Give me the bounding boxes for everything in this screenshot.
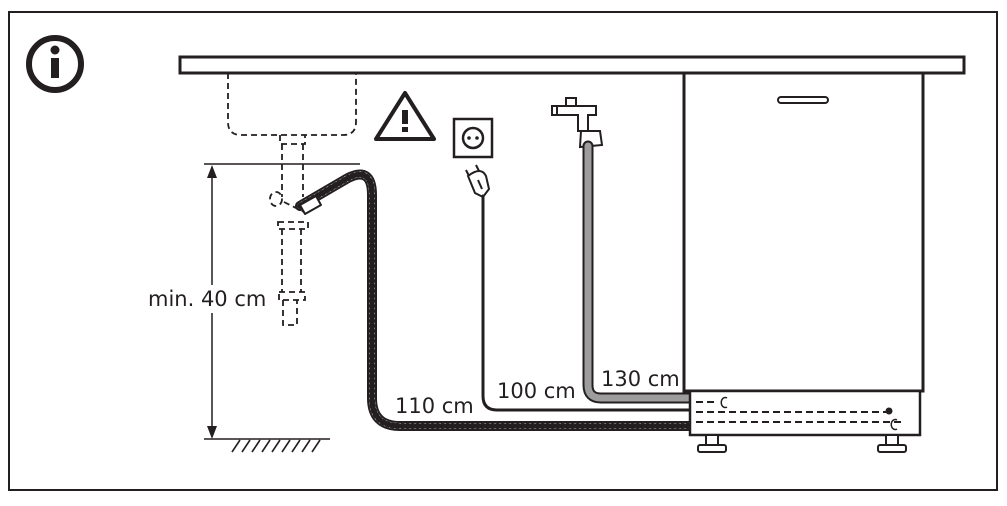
drain-pipe (269, 144, 309, 326)
floor-hatch-icon (225, 438, 330, 453)
countertop (178, 55, 966, 75)
water-tap-icon (551, 97, 604, 149)
dishwasher (682, 71, 925, 453)
dishwasher-handle (777, 96, 829, 104)
water-inlet-hose (582, 140, 696, 404)
power-socket-icon (452, 117, 494, 159)
info-icon (26, 35, 84, 93)
warning-triangle-icon (374, 91, 436, 141)
diagram-border (8, 11, 998, 491)
min-height-label: min. 40 cm (148, 287, 266, 311)
dishwasher-foot-right (885, 434, 899, 446)
power-cable (481, 194, 692, 412)
power-cable-length-label: 100 cm (497, 379, 576, 403)
drain-hose (295, 169, 695, 431)
power-plug-icon (465, 164, 491, 199)
drain-hose-length-label: 110 cm (395, 394, 474, 418)
dishwasher-foot-left (705, 434, 719, 446)
sink (227, 73, 357, 145)
water-hose-length-label: 130 cm (601, 367, 680, 391)
dishwasher-plinth (688, 389, 922, 437)
